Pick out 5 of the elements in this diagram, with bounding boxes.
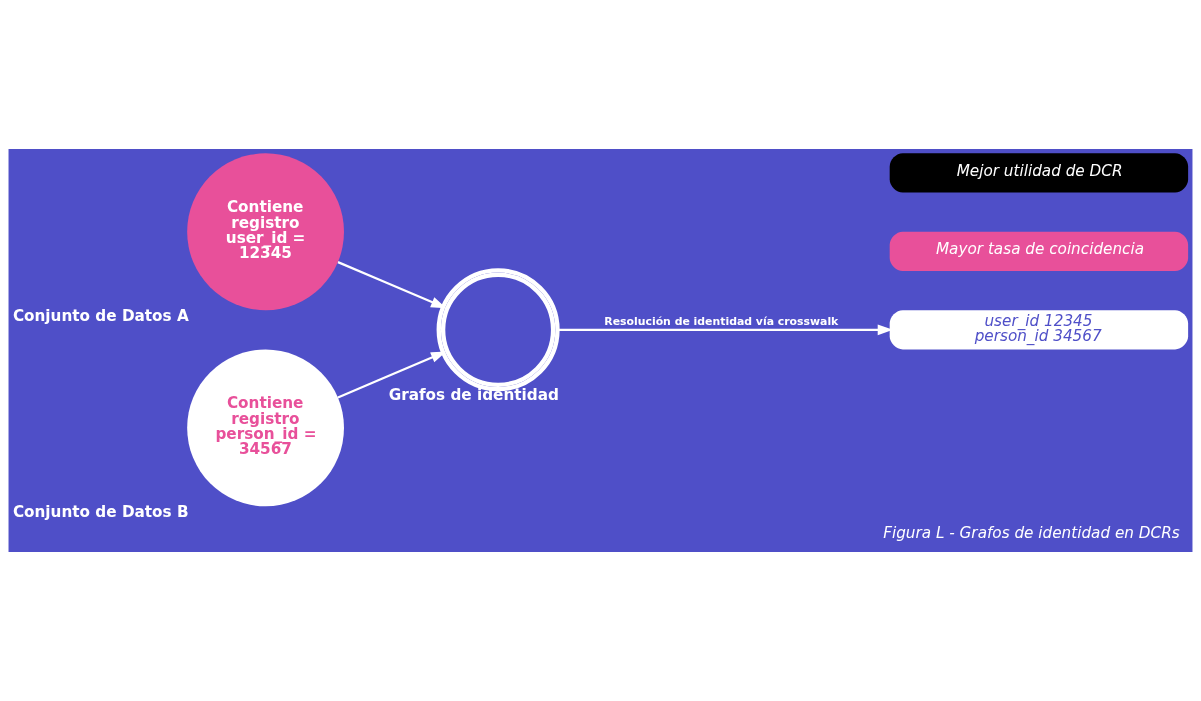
node-label: Grafos de identidad [388,386,559,405]
caption: Figura L - Grafos de identidad en DCRs [883,524,1180,543]
node-label: Conjunto de Datos A [12,307,189,326]
node-label: Conjunto de Datos B [12,503,189,522]
edge-label: Resolución de identidad vía crosswalk [604,315,839,329]
